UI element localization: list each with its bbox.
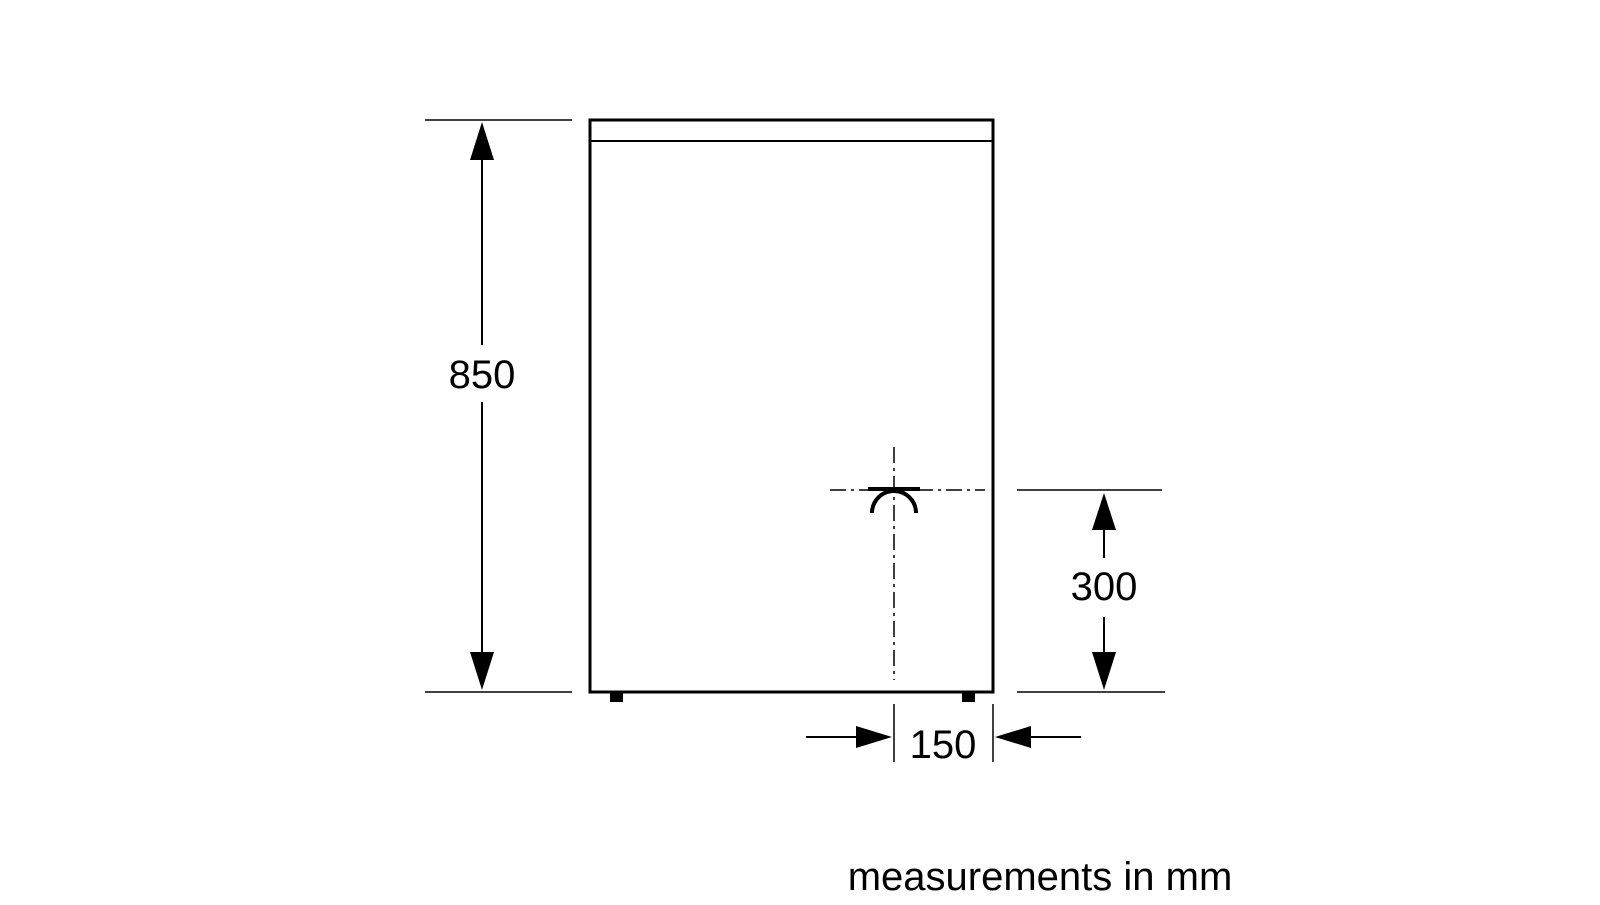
gas-connection-icon: [868, 487, 920, 514]
right-foot: [962, 692, 975, 702]
arrowhead-icon: [470, 652, 494, 690]
arrowhead-icon: [995, 726, 1031, 748]
arrowhead-icon: [856, 726, 892, 748]
connection-centerlines: [830, 447, 985, 680]
arrowhead-icon: [1092, 652, 1116, 690]
unit-note: measurements in mm: [848, 855, 1233, 899]
connection-offset-dimension: 150: [806, 723, 1081, 767]
appliance-outline: [588, 118, 995, 694]
height-dimension-label: 850: [449, 353, 516, 397]
arrowhead-icon: [470, 122, 494, 160]
connection-height-label: 300: [1071, 565, 1138, 609]
appliance-body: [588, 118, 995, 694]
connection-offset-label: 150: [910, 723, 977, 767]
extension-lines: [425, 119, 1165, 762]
height-dimension: 850: [449, 122, 516, 690]
connection-height-dimension: 300: [1071, 493, 1138, 690]
arrowhead-icon: [1092, 493, 1116, 530]
left-foot: [610, 692, 623, 702]
